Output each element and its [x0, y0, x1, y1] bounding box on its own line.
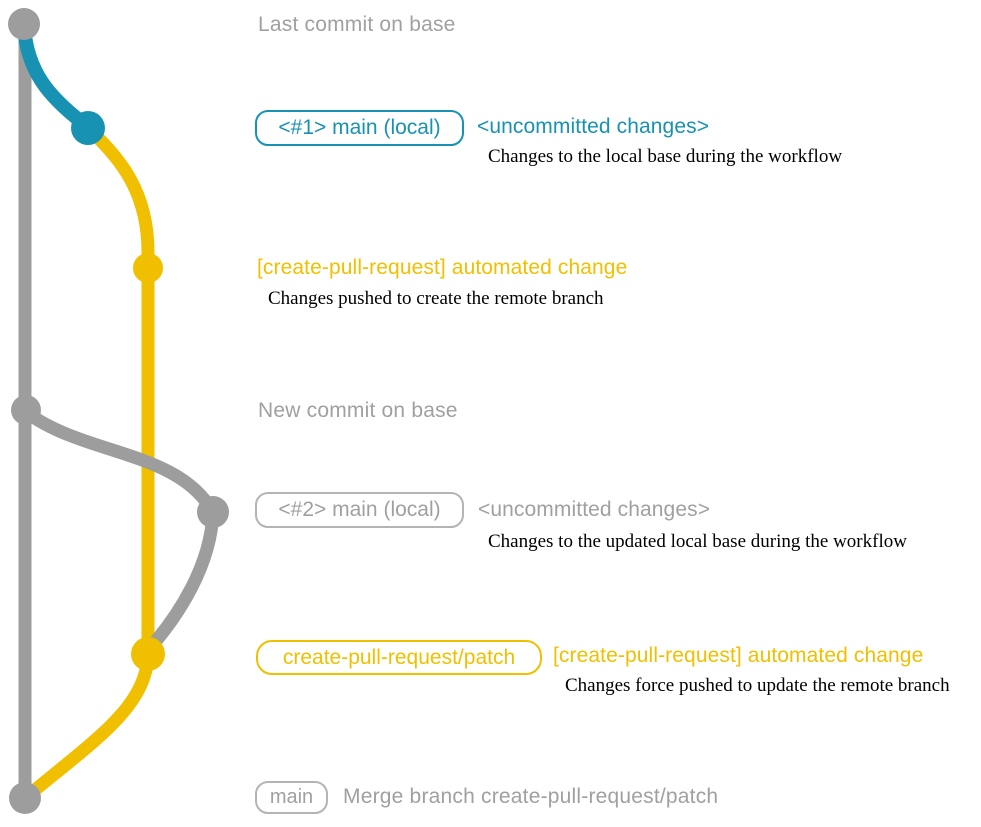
- uncommitted-changes-heading-1: <uncommitted changes>: [477, 115, 710, 138]
- updated-base-curve: [19, 405, 220, 519]
- uncommitted-changes-heading-2: <uncommitted changes>: [478, 498, 711, 521]
- uncommitted-changes-description-2: Changes to the updated local base during…: [488, 531, 907, 552]
- branch-badge-main-local-2: <#2> main (local): [255, 492, 464, 528]
- branch-badge-patch: create-pull-request/patch: [256, 640, 542, 675]
- patch-merge-curve: [23, 648, 155, 801]
- new-commit-label: New commit on base: [258, 399, 458, 422]
- commit-dot-uncommitted-1: [71, 111, 105, 145]
- rebase-curve: [143, 505, 220, 655]
- automated-change-description-2: Changes force pushed to update the remot…: [565, 675, 950, 696]
- commit-dot-new-base: [11, 395, 41, 425]
- commit-graph: [8, 8, 229, 814]
- commit-dot-uncommitted-2: [197, 496, 229, 528]
- local-main-branch-curve: [17, 21, 91, 131]
- branch-badge-main-local-1: <#1> main (local): [255, 110, 464, 146]
- commit-dot-merge: [9, 782, 41, 814]
- uncommitted-changes-description-1: Changes to the local base during the wor…: [488, 146, 843, 167]
- patch-branch-line: [83, 123, 155, 662]
- merge-commit-label: Merge branch create-pull-request/patch: [343, 785, 719, 808]
- branch-badge-main: main: [255, 781, 328, 814]
- commit-dot-automated-2: [131, 637, 165, 671]
- automated-change-heading-2: [create-pull-request] automated change: [553, 644, 924, 667]
- commit-dot-last-base: [8, 8, 40, 40]
- automated-change-heading-1: [create-pull-request] automated change: [257, 256, 628, 279]
- automated-change-description-1: Changes pushed to create the remote bran…: [268, 288, 604, 309]
- last-commit-label: Last commit on base: [258, 13, 456, 36]
- commit-dot-automated-1: [133, 253, 163, 283]
